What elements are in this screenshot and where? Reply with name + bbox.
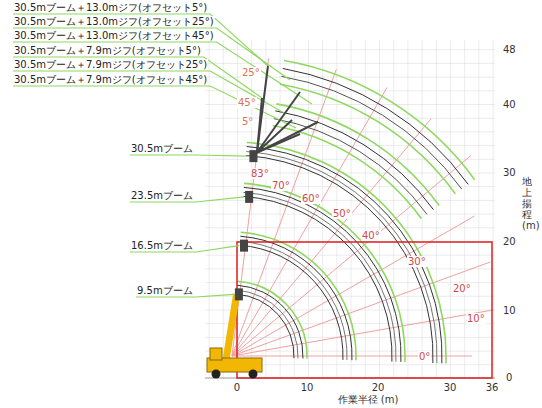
range-arc — [247, 147, 442, 364]
wheel — [249, 370, 258, 379]
jib-offset-angle: 45° — [237, 97, 257, 108]
boom-head — [240, 240, 248, 252]
range-arc — [273, 126, 422, 219]
boom-angle: 40° — [361, 230, 381, 241]
x-tick: 10 — [301, 382, 314, 393]
boom-angle: 70° — [271, 180, 291, 191]
range-arc — [246, 151, 437, 363]
range-arc — [243, 196, 392, 361]
range-arc — [281, 76, 461, 189]
jib-label: 30.5mブーム＋7.9mジフ(オフセット45°) — [13, 74, 208, 85]
boom-angle: 50° — [332, 208, 352, 219]
angle-ray — [232, 310, 493, 356]
boom-label: 16.5mブーム — [130, 240, 194, 251]
boom-angle: 0° — [418, 351, 431, 362]
grid — [205, 40, 495, 378]
jib — [257, 122, 318, 153]
cab — [210, 348, 222, 360]
x-tick: 0 — [234, 382, 240, 393]
x-tick: 20 — [372, 382, 385, 393]
range-arc — [237, 285, 303, 358]
range-arc — [244, 187, 401, 361]
boom-angle: 10° — [466, 313, 486, 324]
boom-angle: 30° — [407, 256, 427, 267]
y-tick: 0 — [506, 372, 512, 383]
jib — [257, 134, 300, 153]
boom-angle: 83° — [250, 168, 270, 179]
axis-title: 作業半径 (m) — [338, 394, 399, 405]
range-arc — [240, 241, 347, 360]
boom-label: 30.5mブーム — [130, 143, 194, 154]
leader-line — [13, 57, 262, 98]
y-tick: 48 — [503, 44, 516, 55]
boom-label: 23.5mブーム — [130, 190, 194, 201]
y-tick: 10 — [503, 305, 516, 316]
jib — [257, 98, 262, 153]
boom-angle: 60° — [301, 193, 321, 204]
boom-angle: 20° — [452, 283, 472, 294]
jib-offset-angle: 5° — [241, 116, 254, 127]
angle-ray — [232, 262, 490, 356]
range-arc — [237, 281, 307, 358]
x-tick: 36 — [486, 382, 499, 393]
y-tick: 40 — [503, 99, 516, 110]
boom — [226, 294, 237, 360]
range-arc — [276, 104, 439, 206]
leader-lines — [13, 14, 312, 297]
jib-offset-angle: 25° — [241, 67, 261, 78]
boom-head — [245, 191, 253, 203]
crane-figure — [207, 66, 318, 379]
jib — [257, 92, 300, 153]
range-arc — [246, 155, 433, 363]
range-arc — [237, 290, 298, 358]
jib-label: 30.5mブーム＋13.0mジフ(オフセット45°) — [13, 30, 215, 41]
range-arc — [247, 143, 446, 364]
jib-label: 30.5mブーム＋7.9mジフ(オフセット5°) — [13, 45, 202, 56]
x-tick: 30 — [444, 382, 457, 393]
leader-line — [13, 28, 290, 80]
wheel — [212, 370, 221, 379]
angle-rays — [232, 58, 493, 356]
jib-label: 30.5mブーム＋13.0mジフ(オフセット5°) — [13, 2, 208, 13]
red-frame — [237, 242, 492, 378]
range-arc — [244, 183, 405, 362]
leader-line — [130, 155, 248, 156]
boom-head — [235, 288, 243, 300]
range-arc — [275, 111, 433, 210]
y-tick: 20 — [503, 236, 516, 247]
jib-label: 30.5mブーム＋7.9mジフ(オフセット25°) — [13, 59, 208, 70]
range-arc — [240, 245, 343, 360]
axis-title: 地上揚程(m) — [522, 176, 532, 231]
range-arc — [241, 232, 356, 360]
leader-line — [13, 86, 296, 128]
boom-label: 9.5mブーム — [136, 285, 194, 296]
range-arc — [240, 236, 352, 360]
range-arc — [243, 192, 396, 361]
jib — [257, 120, 292, 153]
y-tick: 30 — [503, 167, 516, 178]
jib-label: 30.5mブーム＋13.0mジフ(オフセット25°) — [13, 16, 215, 27]
